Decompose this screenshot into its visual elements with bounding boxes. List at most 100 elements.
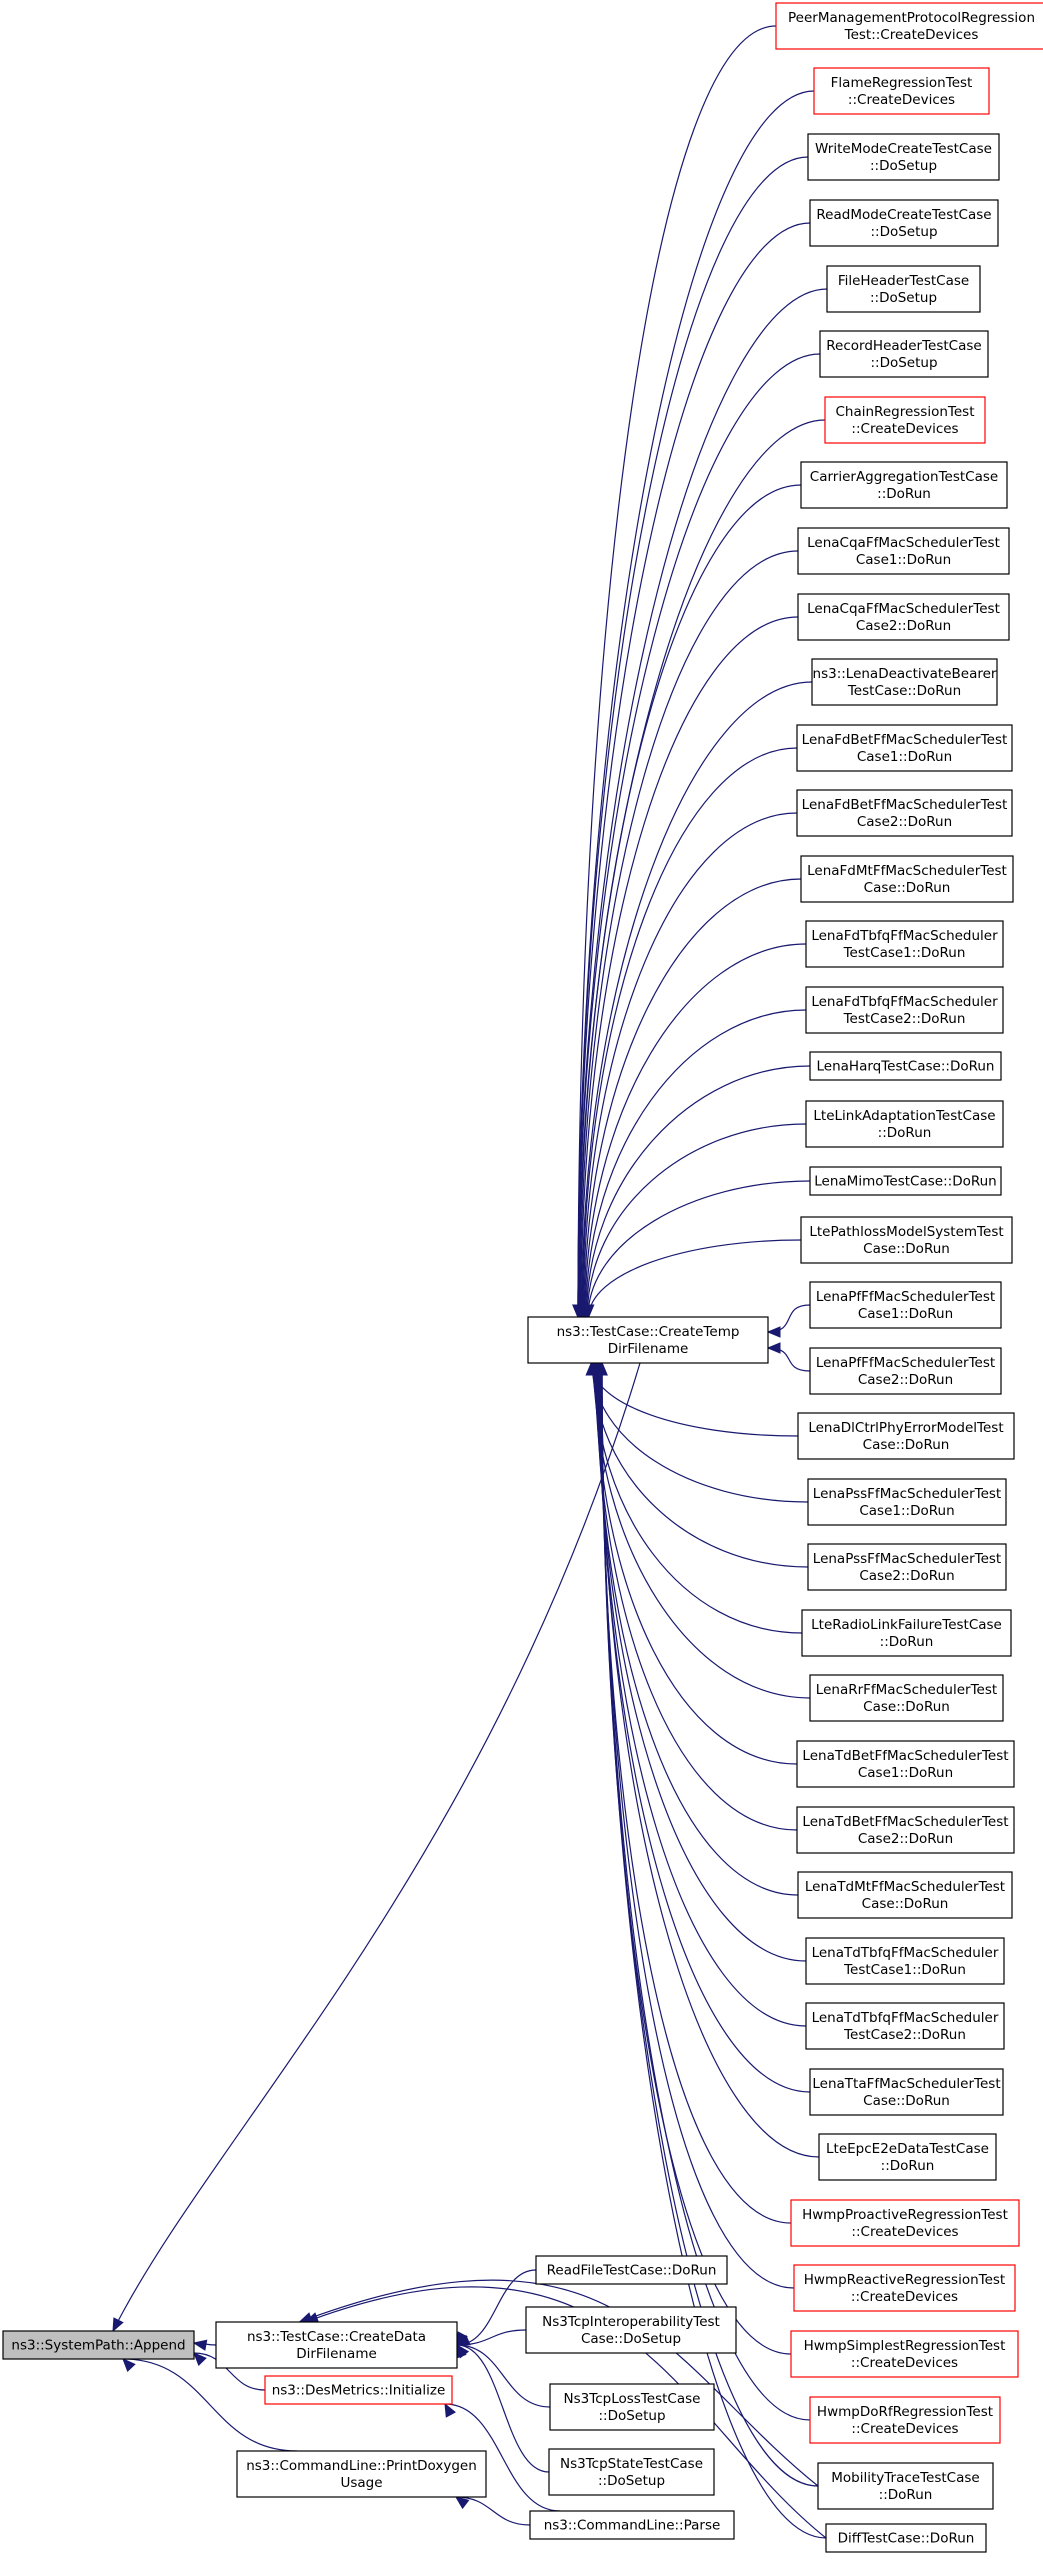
node-label: LenaDlCtrlPhyErrorModelTest <box>808 1420 1003 1436</box>
node-recordheader[interactable]: RecordHeaderTestCase::DoSetup <box>819 330 989 378</box>
node-peermgmt[interactable]: PeerManagementProtocolRegressionTest::Cr… <box>775 2 1043 50</box>
node-mobility[interactable]: MobilityTraceTestCase::DoRun <box>817 2462 994 2510</box>
edge-linkadapt-to-createtemp <box>581 1123 807 1319</box>
node-label: Case::DoRun <box>863 2093 950 2109</box>
node-box <box>775 2 1043 50</box>
node-label: RecordHeaderTestCase <box>826 338 981 354</box>
node-label: ns3::CommandLine::PrintDoxygen <box>246 2458 477 2474</box>
node-label: ::DoSetup <box>870 290 937 306</box>
edge-parse-to-desmetrics <box>444 2402 561 2512</box>
node-box <box>2 2330 195 2360</box>
node-box <box>805 920 1004 968</box>
edge-fdtbfq2-to-createtemp <box>580 1009 807 1319</box>
node-box <box>796 724 1013 772</box>
edge-parse-to-printdoxygen <box>454 2496 531 2526</box>
node-linkadapt[interactable]: LteLinkAdaptationTestCase::DoRun <box>805 1100 1004 1148</box>
node-label: HwmpSimplestRegressionTest <box>804 2338 1006 2354</box>
node-label: TestCase2::DoRun <box>843 1011 966 1027</box>
node-writemode[interactable]: WriteModeCreateTestCase::DoSetup <box>807 133 1000 181</box>
node-box <box>549 2383 715 2431</box>
edge-pss1-to-createtemp <box>586 1361 809 1503</box>
node-label: ns3::CommandLine::Parse <box>544 2518 721 2534</box>
edge-ns3tcpinterop-to-createdata <box>455 2329 527 2346</box>
node-parse[interactable]: ns3::CommandLine::Parse <box>529 2510 735 2540</box>
node-mimo[interactable]: LenaMimoTestCase::DoRun <box>809 1166 1002 1196</box>
node-rlf[interactable]: LteRadioLinkFailureTestCase::DoRun <box>801 1609 1012 1657</box>
node-label: Case1::DoRun <box>858 1306 953 1322</box>
node-difftest[interactable]: DiffTestCase::DoRun <box>825 2523 987 2553</box>
node-label: CarrierAggregationTestCase <box>810 469 998 485</box>
node-label: FileHeaderTestCase <box>838 273 969 289</box>
node-label: Ns3TcpLossTestCase <box>564 2391 701 2407</box>
node-box <box>264 2375 453 2405</box>
node-label: LenaFdBetFfMacSchedulerTest <box>802 797 1008 813</box>
node-ns3tcploss[interactable]: Ns3TcpLossTestCase::DoSetup <box>549 2383 715 2431</box>
node-box <box>790 2199 1020 2247</box>
node-epce2e[interactable]: LteEpcE2eDataTestCase::DoRun <box>818 2133 997 2181</box>
node-label: Test::CreateDevices <box>844 27 979 43</box>
node-hwmpreactive[interactable]: HwmpReactiveRegressionTest::CreateDevice… <box>793 2264 1016 2312</box>
edge-createdata-to-append <box>192 2339 217 2351</box>
node-readmode[interactable]: ReadModeCreateTestCase::DoSetup <box>809 199 999 247</box>
node-hwmpdorf[interactable]: HwmpDoRfRegressionTest::CreateDevices <box>809 2396 1001 2444</box>
node-append: ns3::SystemPath::Append <box>2 2330 195 2360</box>
node-box <box>800 461 1008 509</box>
node-fileheader[interactable]: FileHeaderTestCase::DoSetup <box>826 265 981 313</box>
node-chain[interactable]: ChainRegressionTest::CreateDevices <box>824 396 986 444</box>
node-label: TestCase1::DoRun <box>843 1962 966 1978</box>
node-desmetrics[interactable]: ns3::DesMetrics::Initialize <box>264 2375 453 2405</box>
node-flame[interactable]: FlameRegressionTest::CreateDevices <box>813 67 990 115</box>
node-box <box>527 1316 769 1364</box>
node-label: LenaPssFfMacSchedulerTest <box>813 1551 1001 1567</box>
node-harq[interactable]: LenaHarqTestCase::DoRun <box>809 1051 1002 1081</box>
node-box <box>800 855 1014 903</box>
node-box <box>236 2450 487 2498</box>
node-label: Ns3TcpStateTestCase <box>560 2456 703 2472</box>
node-readfile[interactable]: ReadFileTestCase::DoRun <box>535 2255 728 2285</box>
node-hwmpsimplest[interactable]: HwmpSimplestRegressionTest::CreateDevice… <box>790 2330 1019 2378</box>
node-label: LenaTtaFfMacSchedulerTest <box>812 2076 1000 2092</box>
edge-pathloss-to-createtemp <box>583 1239 802 1319</box>
node-hwmpproactive[interactable]: HwmpProactiveRegressionTest::CreateDevic… <box>790 2199 1020 2247</box>
node-label: LenaCqaFfMacSchedulerTest <box>807 601 1000 617</box>
node-label: Case2::DoRun <box>859 1568 954 1584</box>
node-ns3tcpstate[interactable]: Ns3TcpStateTestCase::DoSetup <box>548 2448 715 2496</box>
node-box <box>809 1281 1002 1329</box>
node-box <box>548 2448 715 2496</box>
node-box <box>796 789 1013 837</box>
node-label: DirFilename <box>296 2346 377 2362</box>
node-label: Case::DoRun <box>864 880 951 896</box>
node-carrieragg[interactable]: CarrierAggregationTestCase::DoRun <box>800 461 1008 509</box>
node-label: HwmpReactiveRegressionTest <box>804 2272 1005 2288</box>
node-label: LenaFdMtFfMacSchedulerTest <box>807 863 1007 879</box>
node-label: ::DoRun <box>879 2487 933 2503</box>
node-label: MobilityTraceTestCase <box>831 2470 979 2486</box>
node-box <box>796 1806 1015 1854</box>
node-label: ns3::LenaDeactivateBearer <box>813 666 997 682</box>
